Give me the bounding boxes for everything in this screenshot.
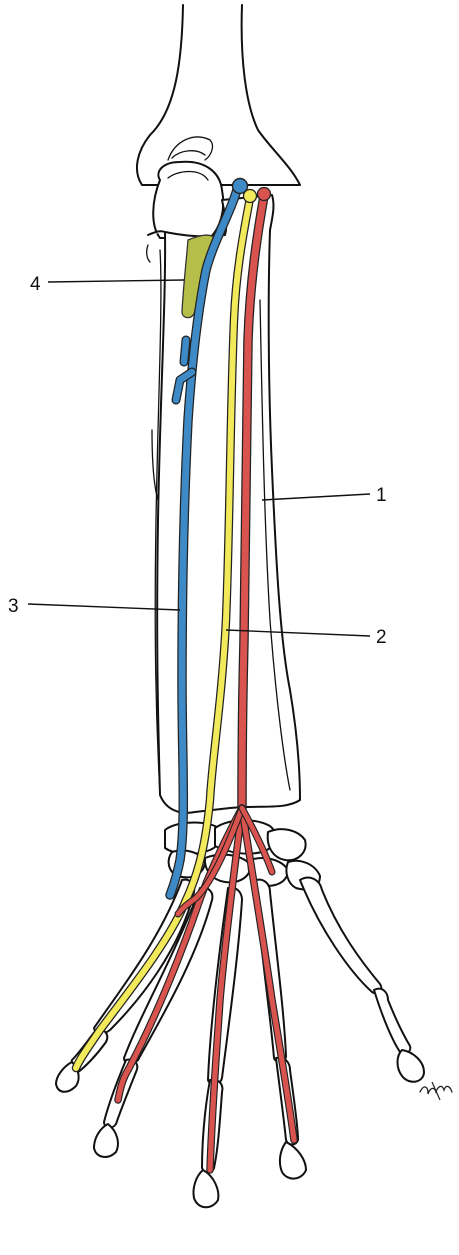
leader-4 bbox=[48, 280, 184, 282]
label-1: 1 bbox=[376, 485, 387, 506]
label-3: 3 bbox=[8, 596, 19, 617]
leader-1 bbox=[262, 494, 370, 500]
forearm-bones bbox=[147, 162, 300, 813]
label-4: 4 bbox=[30, 274, 41, 295]
artist-signature bbox=[420, 1082, 452, 1100]
label-2: 2 bbox=[376, 627, 387, 648]
humerus-bone bbox=[137, 5, 300, 185]
digit-5 bbox=[300, 878, 424, 1082]
